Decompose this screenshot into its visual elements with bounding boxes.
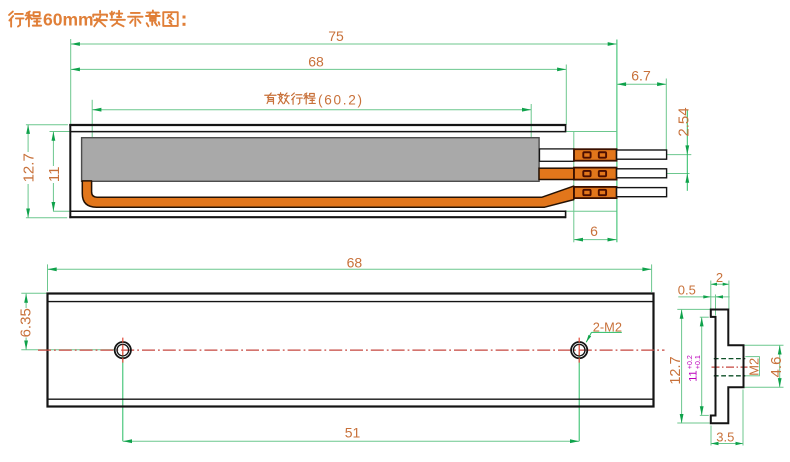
svg-text:M2: M2	[746, 358, 761, 376]
svg-text:6.7: 6.7	[631, 68, 651, 84]
svg-text:4.6: 4.6	[768, 357, 785, 378]
svg-text:11: 11	[687, 370, 699, 381]
svg-text:68: 68	[347, 254, 363, 270]
svg-text:11: 11	[46, 167, 63, 183]
svg-text:60mm: 60mm	[43, 9, 94, 29]
svg-text:12.7: 12.7	[21, 153, 38, 182]
svg-text:12.7: 12.7	[668, 356, 684, 384]
svg-text:0.5: 0.5	[678, 282, 696, 297]
svg-text:(60.2): (60.2)	[318, 92, 362, 107]
svg-text:6.35: 6.35	[18, 308, 35, 337]
svg-text:3.5: 3.5	[716, 429, 734, 444]
svg-text:+0.2: +0.2	[685, 355, 694, 369]
svg-text:51: 51	[345, 424, 361, 440]
svg-text:2.54: 2.54	[675, 107, 692, 136]
svg-text:+0.1: +0.1	[693, 355, 702, 369]
svg-text:6: 6	[590, 223, 598, 239]
svg-text:2-M2: 2-M2	[593, 319, 622, 334]
svg-text:75: 75	[328, 28, 344, 44]
svg-text:2: 2	[716, 270, 723, 285]
svg-text:68: 68	[308, 54, 324, 70]
